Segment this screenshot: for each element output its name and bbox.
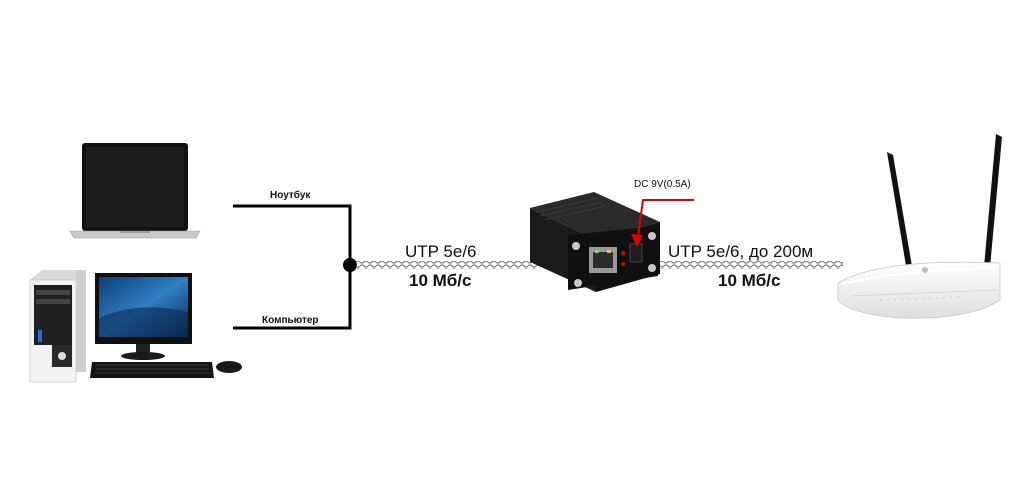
connection-lines [233, 204, 357, 330]
junction-dot [343, 258, 357, 272]
left-speed-label: 10 Мб/с [409, 271, 472, 290]
left-cable-label: UTP 5e/6 [405, 242, 477, 261]
utp-cable-left [356, 261, 541, 269]
laptop-label: Ноутбук [270, 190, 311, 201]
dc-power-label: DC 9V(0.5A) [634, 179, 691, 190]
computer-label: Компьютер [262, 315, 319, 326]
right-speed-label: 10 Мб/с [718, 271, 781, 290]
desktop-pc-icon [29, 270, 242, 383]
laptop-icon [69, 143, 201, 239]
router-icon [837, 134, 1002, 319]
dc-power-indicator [631, 199, 694, 247]
network-extender-icon [530, 192, 660, 292]
utp-cable-right [658, 261, 843, 269]
right-cable-label: UTP 5e/6, до 200м [668, 242, 814, 261]
